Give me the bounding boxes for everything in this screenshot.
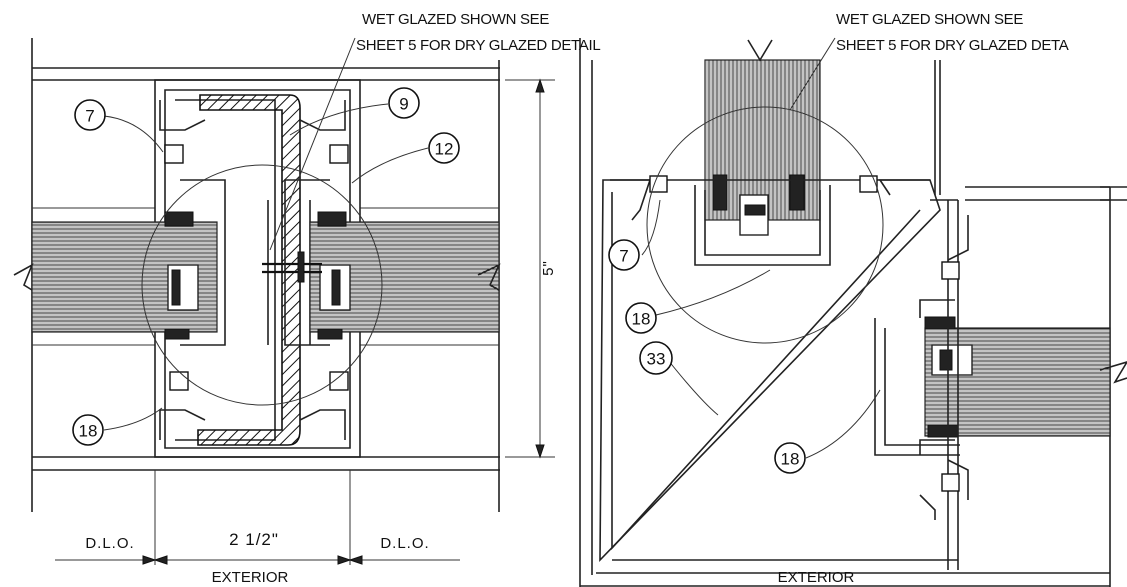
dim-dlo-right: D.L.O. — [380, 535, 429, 552]
left-break-mark — [13, 263, 34, 291]
dim-dlo-left: D.L.O. — [85, 535, 134, 552]
right-detail-circle — [646, 106, 884, 344]
left-clips — [159, 100, 349, 440]
left-glass-units — [31, 211, 500, 340]
svg-text:18: 18 — [781, 450, 800, 469]
side-break-mark — [1099, 361, 1127, 384]
top-break-mark — [747, 39, 773, 62]
right-vertical-glass — [694, 59, 831, 266]
callout-12-left: 12 — [428, 132, 460, 164]
callout-18-left: 18 — [72, 414, 104, 446]
left-detail: 5" D.L.O. 2 1/2" D.L.O. EXTERIOR WET GLA… — [13, 11, 601, 586]
callout-18-right-top: 18 — [625, 302, 657, 334]
right-horizontal-glass — [874, 316, 1111, 456]
dim-height-label: 5" — [540, 260, 557, 276]
left-note-line2: SHEET 5 FOR DRY GLAZED DETAIL — [356, 37, 600, 54]
right-leaders — [641, 37, 881, 459]
left-leaders — [103, 37, 429, 431]
left-detail-circle — [141, 164, 383, 406]
right-note-line1: WET GLAZED SHOWN SEE — [836, 11, 1023, 28]
svg-text:12: 12 — [435, 140, 454, 159]
svg-text:7: 7 — [85, 107, 94, 126]
left-note-line1: WET GLAZED SHOWN SEE — [362, 11, 549, 28]
right-frame-lines — [579, 38, 1127, 587]
right-exterior-label: EXTERIOR — [778, 569, 855, 586]
left-exterior-label: EXTERIOR — [212, 569, 289, 586]
svg-text:9: 9 — [399, 95, 408, 114]
dim-mullion-width: 2 1/2" — [229, 530, 279, 549]
right-clips — [610, 175, 969, 520]
svg-text:18: 18 — [79, 422, 98, 441]
svg-text:7: 7 — [619, 247, 628, 266]
right-break-mark — [477, 263, 501, 291]
callout-7-right: 7 — [608, 239, 640, 271]
svg-text:18: 18 — [632, 310, 651, 329]
callout-18-right-bottom: 18 — [774, 442, 806, 474]
left-dim-height: 5" — [505, 78, 557, 459]
callout-9-left: 9 — [388, 87, 420, 119]
callout-33-right: 33 — [639, 341, 673, 375]
callout-7-left: 7 — [74, 99, 106, 131]
right-detail: WET GLAZED SHOWN SEE SHEET 5 FOR DRY GLA… — [579, 11, 1127, 587]
svg-text:33: 33 — [647, 350, 666, 369]
right-note-line2: SHEET 5 FOR DRY GLAZED DETA — [836, 37, 1069, 54]
left-dim-width — [55, 470, 460, 565]
right-corner-member — [599, 179, 959, 570]
